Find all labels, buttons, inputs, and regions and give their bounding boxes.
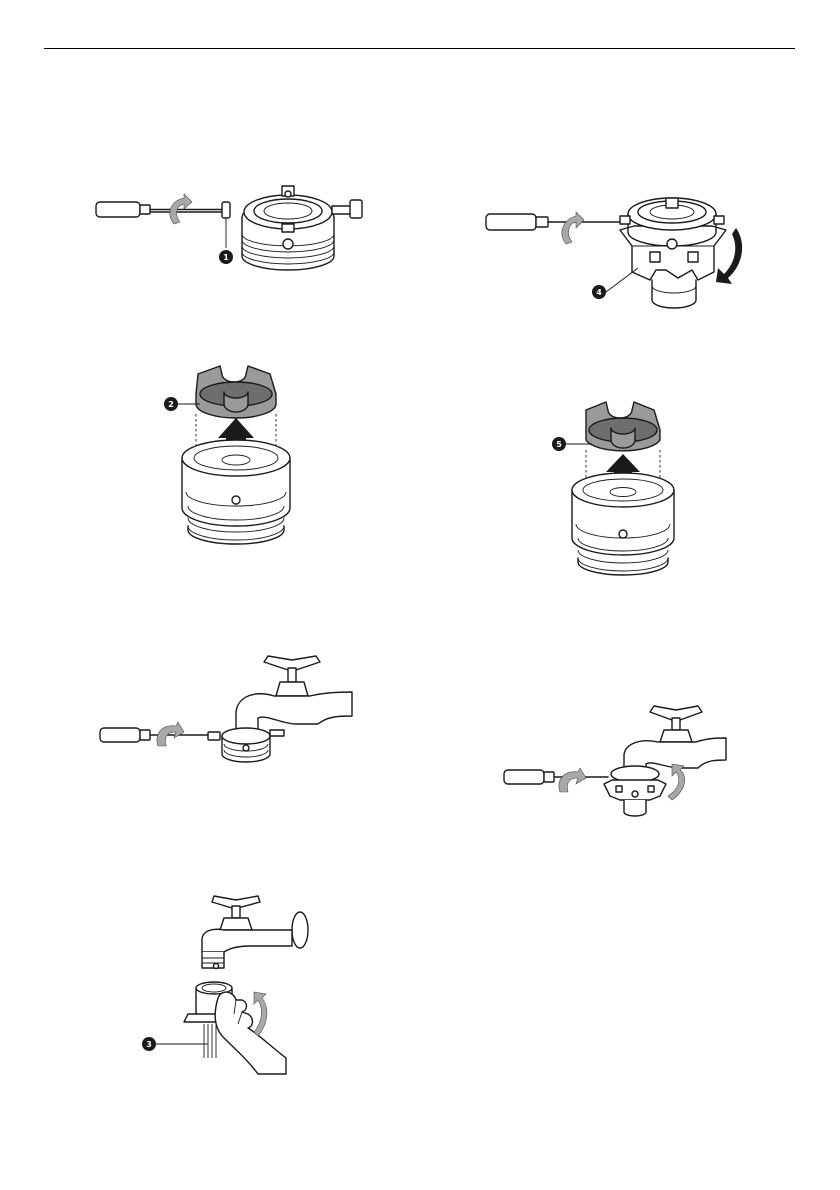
figure-loosen-adapter-screws: 1 (92, 168, 372, 278)
figure-remove-insert-5: 5 (548, 394, 688, 578)
rotation-arrow-icon (254, 992, 267, 1036)
callout-5-label: 5 (556, 440, 562, 449)
callout-4-label: 4 (596, 288, 602, 297)
screwdriver-icon (504, 770, 608, 784)
figure-loosen-adapter-4: 4 (482, 186, 752, 316)
screwdriver-icon (96, 202, 222, 217)
callout-1-label: 1 (223, 253, 229, 262)
rotation-arrow-icon (562, 212, 584, 244)
screwdriver-icon (100, 728, 208, 742)
figure-hand-attach-connector-3: 3 (138, 888, 318, 1074)
top-rule (44, 48, 795, 49)
rotation-arrow-icon (157, 722, 184, 746)
figure-tighten-four-arm-on-faucet (500, 700, 730, 828)
rotation-arrow-icon (559, 768, 586, 792)
screwdriver-icon (486, 214, 628, 230)
figure-tighten-on-faucet (96, 644, 356, 774)
callout-2-label: 2 (168, 400, 174, 409)
rotation-arrow-icon (668, 764, 685, 800)
callout-3-label: 3 (146, 1040, 152, 1049)
figure-remove-insert-2: 2 (160, 358, 300, 544)
